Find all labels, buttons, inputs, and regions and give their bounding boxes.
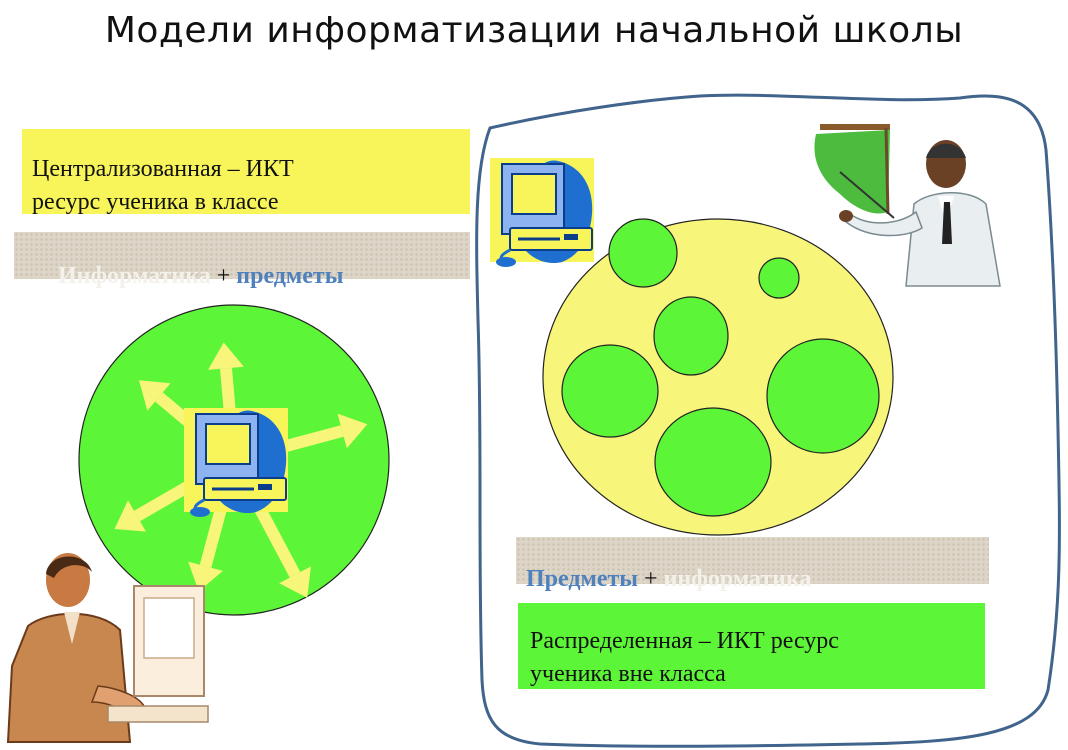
distributed-word-subjects: Предметы — [526, 566, 639, 592]
centralized-word-informatics: Информатика — [58, 263, 211, 289]
student-at-computer-clipart — [6, 553, 209, 743]
subject-circle — [561, 344, 659, 438]
subject-circle — [766, 338, 880, 454]
subject-circle — [608, 218, 678, 288]
distributed-label-line1: Распределенная – ИКТ ресурс — [530, 628, 839, 654]
distributed-subjects-line: Предметы + информатика — [526, 566, 811, 593]
distributed-school-circle — [542, 218, 894, 536]
centralized-label-box: Централизованная – ИКТ ресурс ученика в … — [22, 129, 470, 215]
teacher-with-pointer-clipart — [814, 124, 1001, 287]
page-title: Модели информатизации начальной школы — [104, 10, 964, 51]
distributed-frame — [475, 93, 1061, 748]
centralized-subjects-bar — [14, 232, 470, 279]
distributed-subjects-bar — [516, 537, 989, 584]
centralized-word-subjects: предметы — [236, 263, 344, 289]
centralized-subjects-line: Информатика + предметы — [58, 263, 343, 290]
subject-circle — [653, 296, 729, 376]
centralized-label-line2: ресурс ученика в классе — [32, 189, 279, 215]
centralized-label-line1: Централизованная – ИКТ — [32, 156, 294, 182]
distributed-plus: + — [644, 566, 658, 592]
computer-icon — [184, 408, 288, 519]
computer-icon — [490, 158, 594, 269]
distributed-word-informatics: информатика — [663, 566, 812, 592]
distributed-label-line2: ученика вне класса — [530, 661, 726, 687]
distributed-label-box: Распределенная – ИКТ ресурс ученика вне … — [518, 603, 985, 689]
subject-circle — [654, 407, 772, 517]
centralized-plus: + — [216, 263, 231, 289]
subject-circle — [758, 257, 800, 299]
